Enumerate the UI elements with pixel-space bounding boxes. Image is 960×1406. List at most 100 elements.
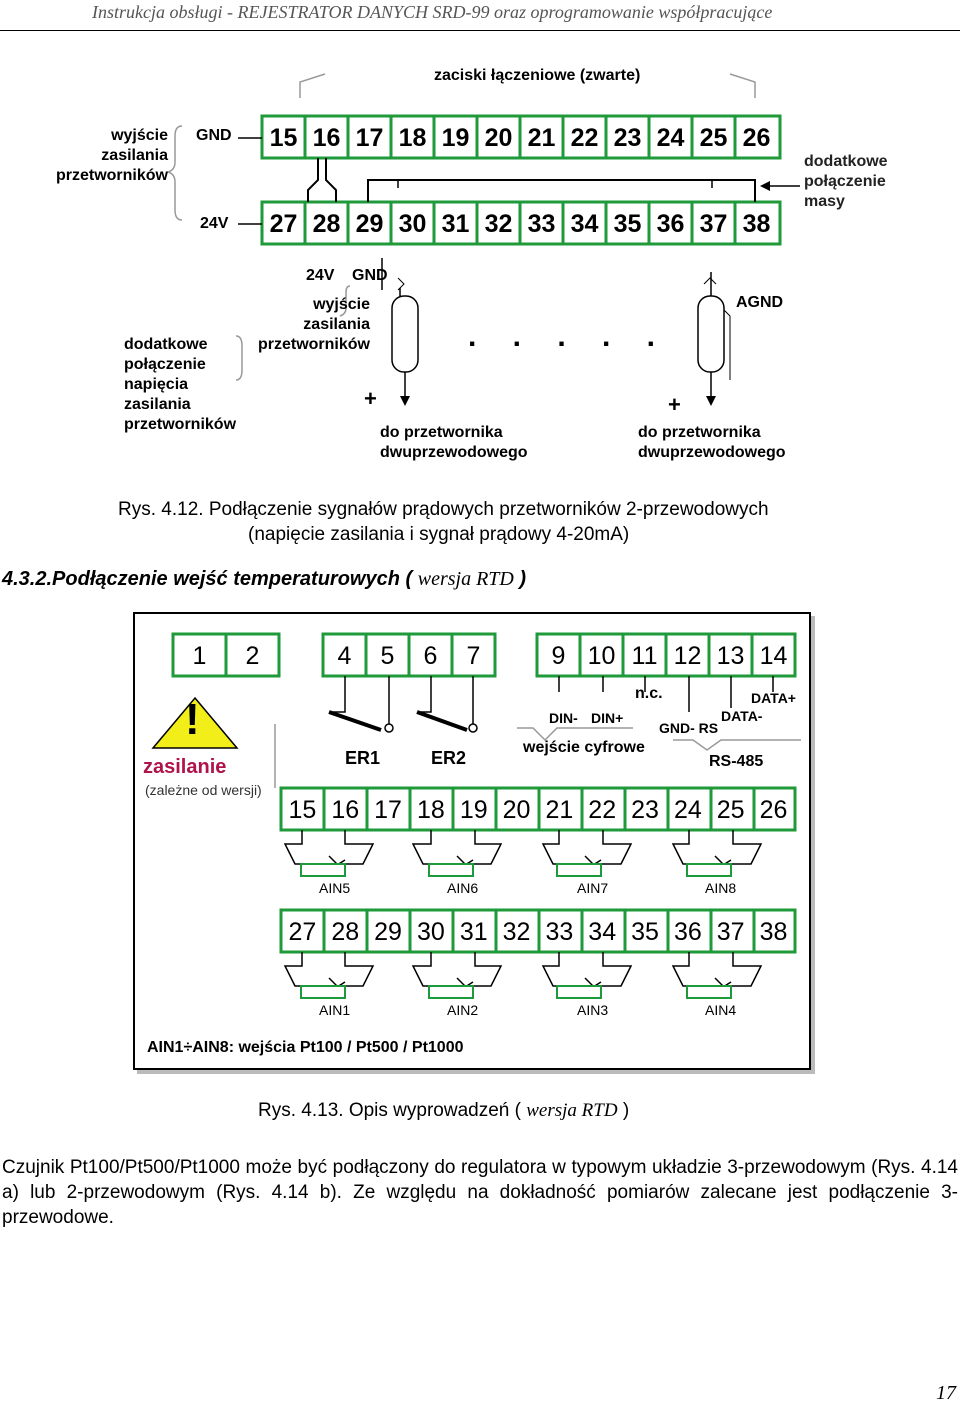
caption-4-12-number: Rys. 4.12. — [118, 499, 204, 520]
terminal-7: 7 — [466, 642, 481, 670]
document-header: Instrukcja obsługi - REJESTRATOR DANYCH … — [92, 2, 773, 22]
terminal-36: 36 — [656, 210, 685, 238]
din-plus-label: DIN+ — [591, 710, 624, 726]
terminal-strip-bottom: 27 28 29 30 31 32 33 34 35 36 37 38 — [262, 204, 780, 244]
wyjscie-zasilania-left: wyjście zasilania przetworników — [40, 126, 168, 186]
ain8-label: AIN8 — [705, 880, 737, 896]
terminal-6: 6 — [423, 642, 438, 670]
do-przetwornika-2-line-2: dwuprzewodowego — [638, 444, 786, 461]
napiecia-line-4: zasilania — [124, 396, 191, 413]
terminal-32: 32 — [484, 210, 513, 238]
terminal-34: 34 — [588, 918, 617, 946]
wyjscie-line-2: zasilania — [101, 147, 168, 164]
caption-4-13: Rys. 4.13. Opis wyprowadzeń ( wersja RTD… — [258, 1098, 629, 1124]
terminal-5: 5 — [380, 642, 395, 670]
gnd-rs-label: GND- RS — [659, 720, 719, 736]
wyjscie-line-3: przetworników — [55, 167, 168, 184]
terminal-33: 33 — [545, 918, 574, 946]
terminal-17: 17 — [355, 124, 384, 152]
terminal-17: 17 — [374, 796, 402, 824]
terminal-16: 16 — [312, 124, 341, 152]
figure-4-13-frame — [133, 612, 811, 1070]
terminal-11: 11 — [631, 642, 658, 670]
do-przetwornika-1-line-2: dwuprzewodowego — [380, 444, 528, 461]
terminal-31: 31 — [459, 918, 488, 946]
caption-4-13-close: ) — [617, 1100, 630, 1121]
er2-label: ER2 — [431, 748, 467, 768]
caption-4-12-text: Podłączenie sygnałów prądowych przetworn… — [203, 499, 769, 520]
napiecia-line-2: połączenie — [124, 356, 206, 373]
terminal-23: 23 — [631, 796, 659, 824]
caption-4-12-line-2: (napięcie zasilania i sygnał prądowy 4-2… — [248, 524, 630, 545]
terminal-35: 35 — [613, 210, 642, 238]
wyjscie-mid-line-1: wyjście — [313, 296, 370, 313]
napiecia-line-1: dodatkowe — [124, 336, 208, 353]
terminal-22: 22 — [588, 796, 617, 824]
terminal-29: 29 — [374, 918, 402, 946]
figure-4-12-wiring — [165, 73, 800, 406]
rs485-label: RS-485 — [709, 753, 764, 770]
ain-legend: AIN1÷AIN8: wejścia Pt100 / Pt500 / Pt100… — [147, 1039, 464, 1056]
ain1-label: AIN1 — [319, 1002, 351, 1018]
dodatkowe-polaczenie-napiecia: dodatkowe połączenie napięcia zasilania … — [124, 335, 236, 435]
terminal-14: 14 — [759, 642, 788, 670]
figure-4-12: zaciski łączeniowe (zwarte) wyjście zasi… — [0, 40, 960, 480]
terminal-27: 27 — [269, 210, 298, 238]
small-24v-label: 24V — [306, 267, 335, 284]
continuation-dots: . . . . . — [468, 320, 670, 353]
section-close: ) — [513, 568, 527, 590]
terminal-27: 27 — [288, 918, 317, 946]
terminal-20: 20 — [502, 796, 531, 824]
terminal-23: 23 — [613, 124, 642, 152]
terminal-25: 25 — [699, 124, 728, 152]
ain4-label: AIN4 — [705, 1002, 737, 1018]
wejscie-cyfrowe-label: wejście cyfrowe — [523, 739, 645, 756]
terminal-26: 26 — [742, 124, 771, 152]
terminal-30: 30 — [416, 918, 445, 946]
terminal-strip-15-26: 15 16 17 18 19 20 21 22 23 24 25 26 — [281, 790, 795, 830]
masy-line-2: połączenie — [804, 173, 886, 190]
small-gnd-label: GND — [352, 267, 388, 284]
zalezne-label: (zależne od wersji) — [145, 782, 262, 798]
terminal-19: 19 — [441, 124, 470, 152]
terminal-20: 20 — [484, 124, 513, 152]
gnd-label: GND — [196, 127, 232, 144]
terminal-32: 32 — [502, 918, 531, 946]
wyjscie-mid-line-3: przetworników — [257, 336, 370, 353]
dodatkowe-polaczenie-masy: dodatkowe połączenie masy — [804, 152, 888, 212]
terminal-31: 31 — [441, 210, 470, 238]
warning-icon: ! — [185, 695, 200, 744]
section-heading: 4.3.2.Podłączenie wejść temperaturowych … — [2, 568, 526, 591]
do-przetwornika-2: do przetwornika dwuprzewodowego — [638, 423, 786, 463]
terminal-strip-top: 15 16 17 18 19 20 21 22 23 24 25 26 — [262, 118, 780, 158]
terminal-38: 38 — [759, 918, 788, 946]
er1-label: ER1 — [345, 748, 381, 768]
terminal-25: 25 — [716, 796, 745, 824]
terminal-1: 1 — [192, 642, 207, 670]
terminal-28: 28 — [312, 210, 341, 238]
terminal-37: 37 — [716, 918, 745, 946]
caption-4-12-line-1: Rys. 4.12. Podłączenie sygnałów prądowyc… — [118, 497, 769, 523]
24v-label: 24V — [200, 215, 229, 232]
agnd-label: AGND — [736, 294, 784, 311]
terminal-33: 33 — [527, 210, 556, 238]
terminal-strip-io: 9 10 11 12 13 14 — [537, 636, 795, 676]
wyjscie-zasilania-mid: wyjście zasilania przetworników — [246, 295, 370, 355]
zasilanie-label: zasilanie — [143, 756, 227, 778]
terminal-37: 37 — [699, 210, 728, 238]
terminal-15: 15 — [269, 124, 298, 152]
terminal-strip-er: 4 5 6 7 — [323, 636, 495, 676]
terminal-24: 24 — [656, 124, 685, 152]
terminal-12: 12 — [673, 642, 702, 670]
do-przetwornika-1: do przetwornika dwuprzewodowego — [380, 423, 528, 463]
do-przetwornika-2-line-1: do przetwornika — [638, 424, 761, 441]
din-minus-label: DIN- — [549, 710, 578, 726]
terminal-2: 2 — [245, 642, 260, 670]
masy-line-3: masy — [804, 193, 845, 210]
terminal-26: 26 — [759, 796, 788, 824]
do-przetwornika-1-line-1: do przetwornika — [380, 424, 503, 441]
ain5-label: AIN5 — [319, 880, 351, 896]
terminal-29: 29 — [355, 210, 384, 238]
terminal-38: 38 — [742, 210, 771, 238]
terminal-10: 10 — [587, 642, 616, 670]
